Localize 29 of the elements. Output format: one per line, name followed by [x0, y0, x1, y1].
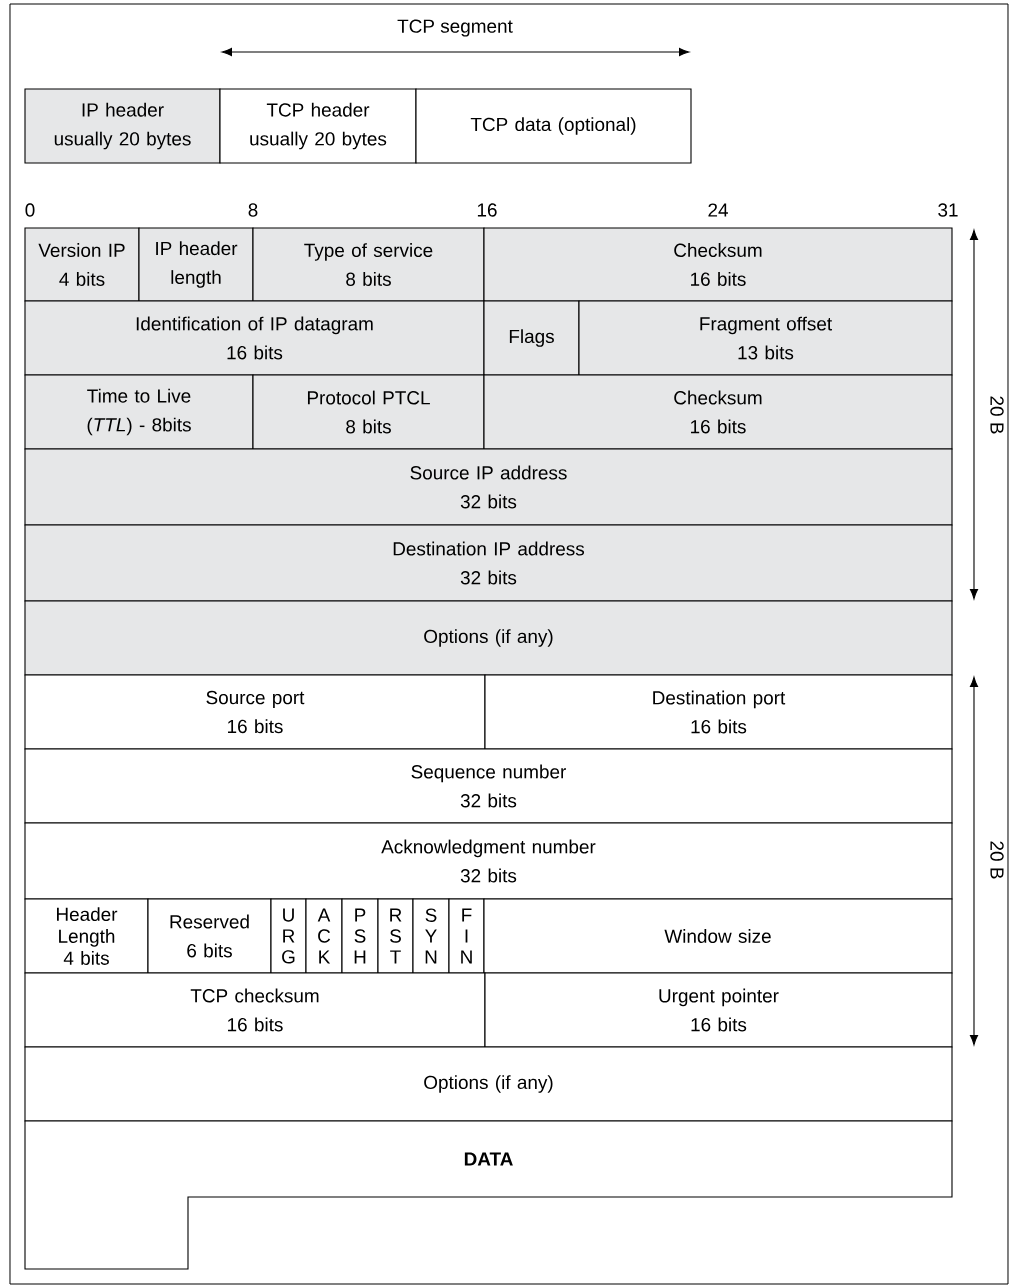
data-area: DATA — [24, 1120, 953, 1270]
size-label: 20 B — [990, 396, 1004, 434]
field-cell: Flags — [483, 300, 580, 376]
bit-number: 16 — [477, 203, 497, 217]
segment-label: TCP segment — [397, 19, 513, 37]
field-cell: IP header usually 20 bytes — [24, 88, 221, 164]
flag-cell: S Y N — [412, 898, 450, 974]
flag-cell: F I N — [448, 898, 485, 974]
flag-cell: A C K — [305, 898, 343, 974]
field-cell: Destination IP address 32 bits — [24, 524, 953, 602]
field-cell: TCP header usually 20 bytes — [219, 88, 417, 164]
bit-number: 0 — [25, 203, 35, 217]
bit-number: 24 — [708, 203, 728, 217]
field-cell: Header Length 4 bits — [24, 898, 149, 974]
flag-cell: U R G — [270, 898, 307, 974]
size-label: 20 B — [990, 841, 1004, 879]
field-cell: Version IP 4 bits — [24, 227, 140, 302]
bit-number: 8 — [248, 203, 258, 217]
flag-cell: R S T — [377, 898, 414, 974]
field-cell: Time to Live (TTL) - 8bits — [24, 374, 254, 450]
field-cell: Options (if any) — [24, 600, 953, 676]
field-cell: Protocol PTCL 8 bits — [252, 374, 485, 450]
field-cell: Urgent pointer 16 bits — [484, 972, 953, 1048]
bit-number: 31 — [938, 203, 958, 217]
field-cell: IP header length — [138, 227, 254, 302]
field-cell: TCP data (optional) — [415, 88, 692, 164]
field-cell: Source port 16 bits — [24, 674, 486, 750]
field-cell: Destination port 16 bits — [484, 674, 953, 750]
flag-cell: P S H — [341, 898, 379, 974]
